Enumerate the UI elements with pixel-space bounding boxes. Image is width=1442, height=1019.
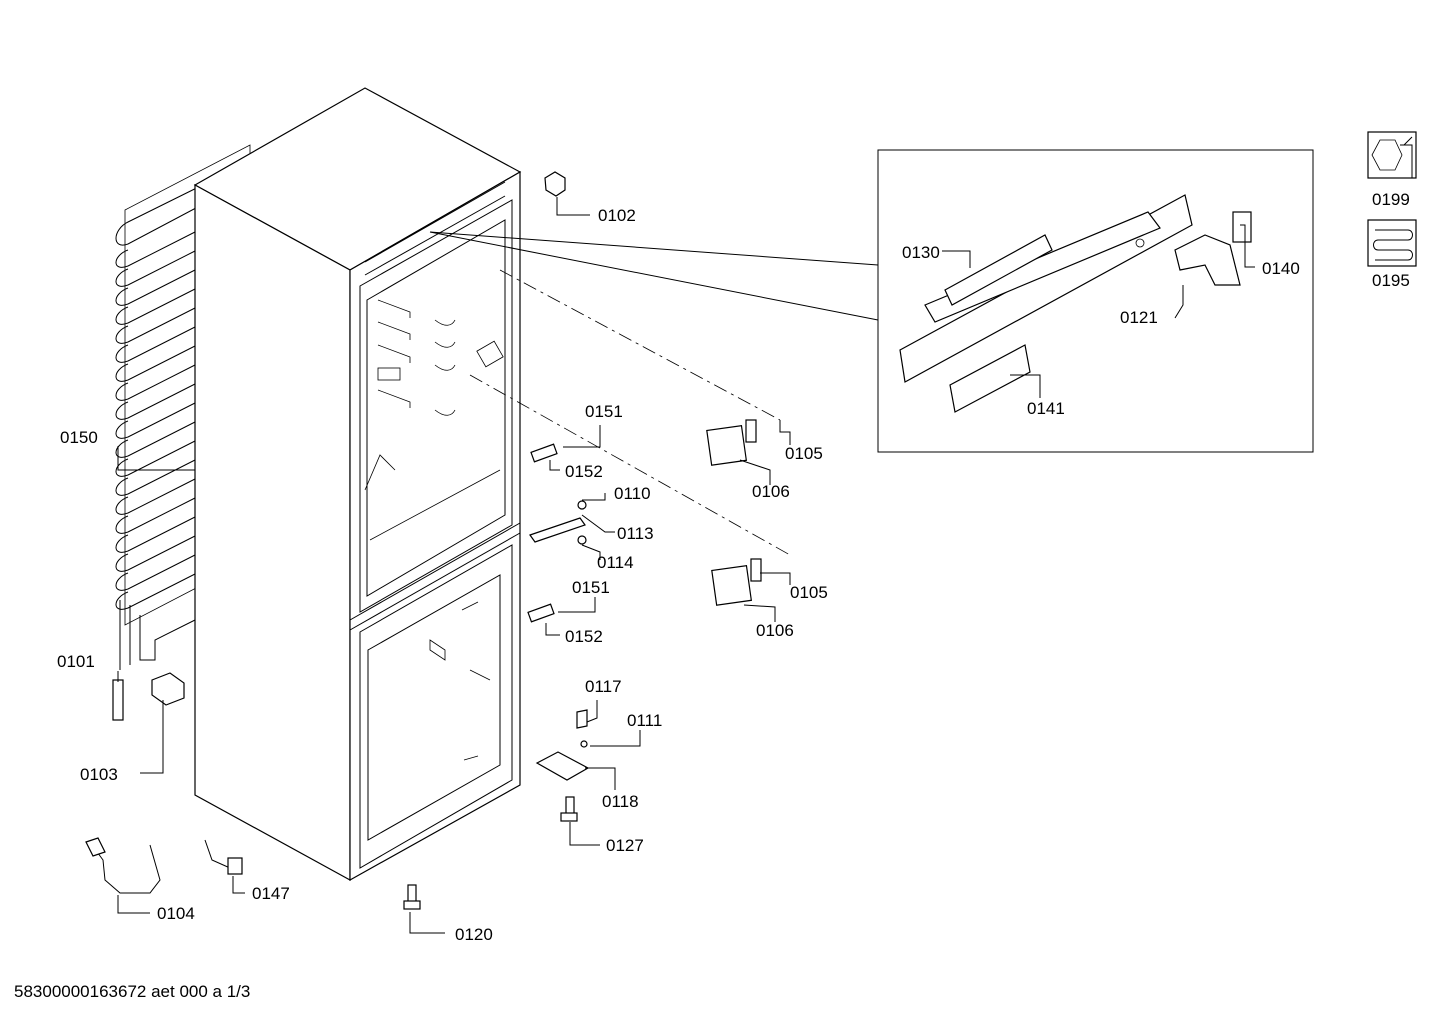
label-0105-upper: 0105 — [785, 444, 823, 463]
label-0106-upper: 0106 — [752, 482, 790, 501]
label-0102: 0102 — [598, 206, 636, 225]
label-0199: 0199 — [1372, 190, 1410, 209]
coil-loop — [115, 383, 196, 420]
label-0103: 0103 — [80, 765, 118, 784]
coil-loop — [115, 478, 196, 515]
fridge-cabinet — [193, 87, 522, 882]
coil-loop — [115, 535, 196, 572]
shelf-support — [377, 321, 456, 348]
leader-lines — [117, 197, 1255, 934]
label-0110: 0110 — [614, 484, 651, 503]
coil-loop — [115, 326, 196, 363]
coil-loop — [115, 307, 196, 344]
control-panel-inset — [429, 149, 1314, 453]
coil-loop — [115, 231, 196, 268]
coil-loop — [115, 364, 196, 401]
label-0101: 0101 — [57, 652, 95, 671]
shelf-support — [377, 389, 456, 416]
coil-loop — [115, 421, 196, 458]
label-0141: 0141 — [1027, 399, 1065, 418]
coil-loop — [115, 459, 196, 496]
coil-loop — [115, 554, 196, 591]
coil-loop — [115, 402, 196, 439]
label-0152-lower: 0152 — [565, 627, 603, 646]
coil-loop — [115, 345, 196, 382]
label-0127: 0127 — [606, 836, 644, 855]
label-0151-upper: 0151 — [585, 402, 623, 421]
label-0195: 0195 — [1372, 271, 1410, 290]
shelf-support — [377, 344, 456, 371]
label-0113: 0113 — [617, 524, 654, 543]
label-0106-lower: 0106 — [756, 621, 794, 640]
label-0147: 0147 — [252, 884, 290, 903]
label-0140: 0140 — [1262, 259, 1300, 278]
heating-coil-icon — [1367, 219, 1417, 267]
condenser-coil — [115, 144, 256, 670]
small-parts — [85, 171, 762, 910]
label-0104: 0104 — [157, 904, 195, 923]
label-0150: 0150 — [60, 428, 98, 447]
label-0111: 0111 — [627, 711, 662, 730]
label-0120: 0120 — [455, 925, 493, 944]
label-0152-upper: 0152 — [565, 462, 603, 481]
document-footer: 58300000163672 aet 000 a 1/3 — [14, 982, 251, 1001]
wrench-nut-icon — [1367, 131, 1417, 179]
coil-loop — [115, 573, 196, 610]
label-0105-lower: 0105 — [790, 583, 828, 602]
coil-loop — [115, 497, 196, 534]
shelf-support — [377, 299, 456, 326]
label-0121: 0121 — [1120, 308, 1158, 327]
label-0118: 0118 — [602, 792, 639, 811]
label-0130: 0130 — [902, 243, 940, 262]
coil-loop — [115, 516, 196, 553]
part-labels: 0102 0130 0140 0121 0141 0199 0195 0150 … — [57, 190, 1410, 944]
coil-loop — [115, 250, 196, 287]
label-0114: 0114 — [597, 553, 634, 572]
coil-loop — [115, 269, 196, 306]
coil-loop — [115, 288, 196, 325]
label-0151-lower: 0151 — [572, 578, 610, 597]
label-0117: 0117 — [585, 677, 622, 696]
coil-loop — [115, 440, 196, 477]
